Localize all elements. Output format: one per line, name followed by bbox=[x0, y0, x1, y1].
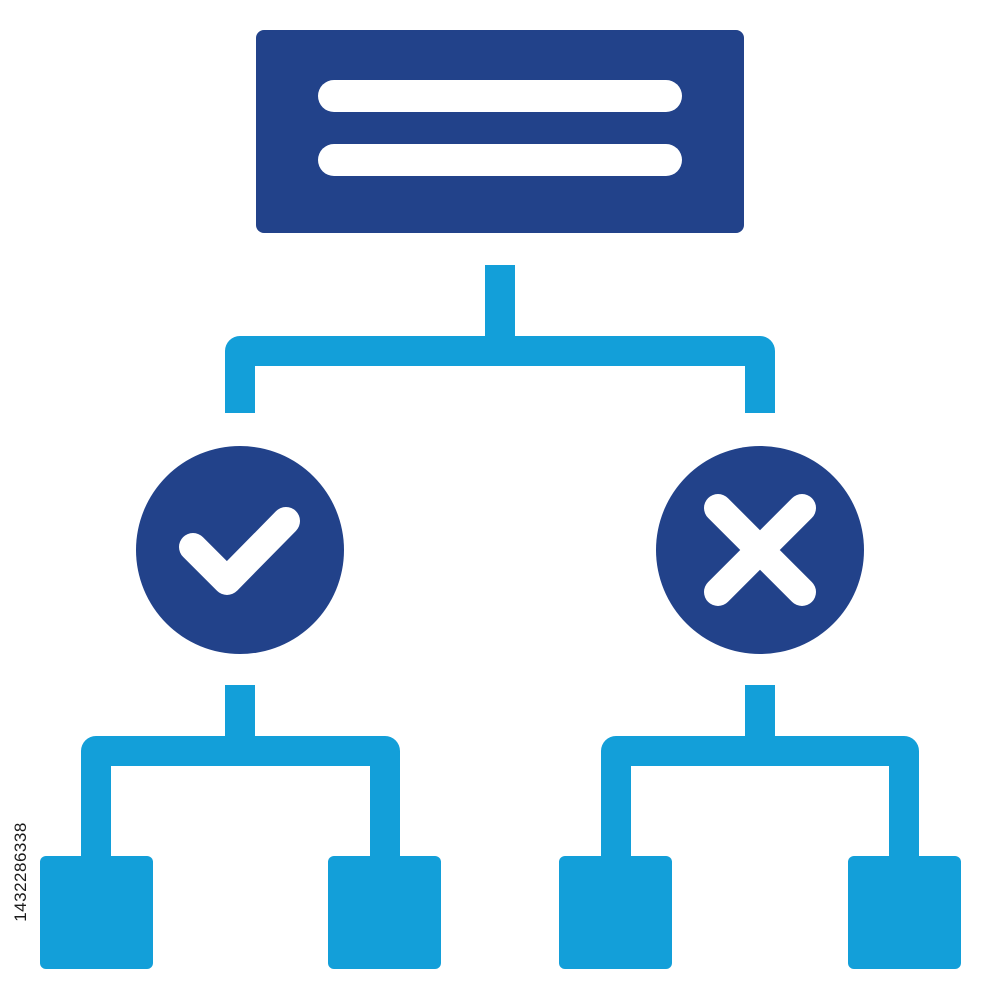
cross-mark-icon bbox=[704, 494, 816, 606]
reject-branch bbox=[656, 446, 864, 654]
square-node-icon bbox=[559, 856, 672, 969]
left-split-line bbox=[81, 736, 400, 858]
square-node-icon bbox=[40, 856, 153, 969]
leaf-nodes bbox=[40, 856, 961, 969]
stock-id-watermark: 1432286338 bbox=[8, 752, 34, 992]
square-node-icon bbox=[848, 856, 961, 969]
text-line-1 bbox=[318, 80, 682, 112]
text-line-2 bbox=[318, 144, 682, 176]
root-box bbox=[256, 30, 744, 233]
root-node bbox=[256, 30, 744, 233]
check-mark-icon bbox=[179, 507, 300, 595]
square-node-icon bbox=[328, 856, 441, 969]
right-subtree-connector bbox=[601, 685, 919, 858]
approve-branch bbox=[136, 446, 344, 654]
top-connector bbox=[225, 265, 775, 413]
right-split-line bbox=[601, 736, 919, 858]
branch-split-line bbox=[225, 336, 775, 413]
stock-id-text: 1432286338 bbox=[11, 822, 31, 922]
left-subtree-connector bbox=[81, 685, 400, 858]
